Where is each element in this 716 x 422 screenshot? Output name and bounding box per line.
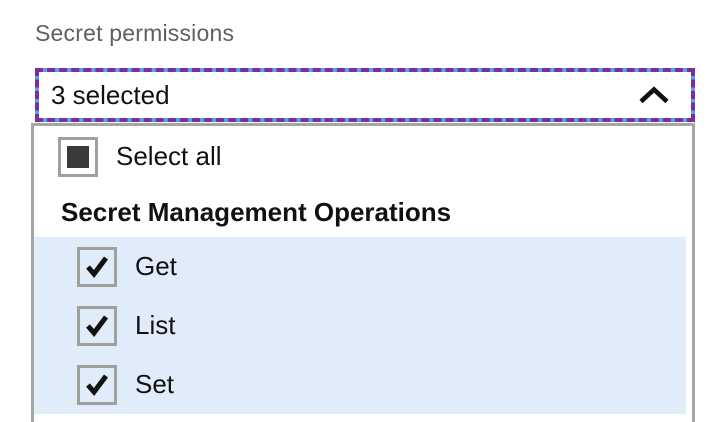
option-get[interactable]: Get	[34, 237, 686, 296]
option-set[interactable]: Set	[34, 355, 686, 414]
option-label: Set	[135, 369, 175, 399]
dropdown-selected-value: 3 selected	[51, 79, 170, 110]
option-group-selected: Get List Set	[34, 237, 686, 414]
field-label: Secret permissions	[35, 20, 235, 46]
checkbox-checked[interactable]	[77, 246, 117, 287]
dropdown-panel: Select all Secret Management Operations …	[31, 123, 695, 422]
chevron-up-icon[interactable]	[639, 86, 669, 104]
option-select-all[interactable]: Select all	[34, 126, 692, 187]
select-all-label: Select all	[116, 141, 222, 171]
checkmark-icon	[86, 256, 108, 278]
checkmark-icon	[86, 374, 108, 396]
select-all-checkbox-indeterminate[interactable]	[58, 136, 98, 177]
checkmark-icon	[86, 315, 108, 337]
option-label: Get	[135, 251, 177, 281]
option-label: List	[135, 310, 176, 340]
group-header-secret-management-operations: Secret Management Operations	[61, 196, 452, 227]
secret-permissions-dropdown[interactable]: 3 selected	[35, 68, 695, 122]
checkbox-checked[interactable]	[77, 364, 117, 405]
checkbox-checked[interactable]	[77, 305, 117, 346]
option-list[interactable]: List	[34, 296, 686, 355]
